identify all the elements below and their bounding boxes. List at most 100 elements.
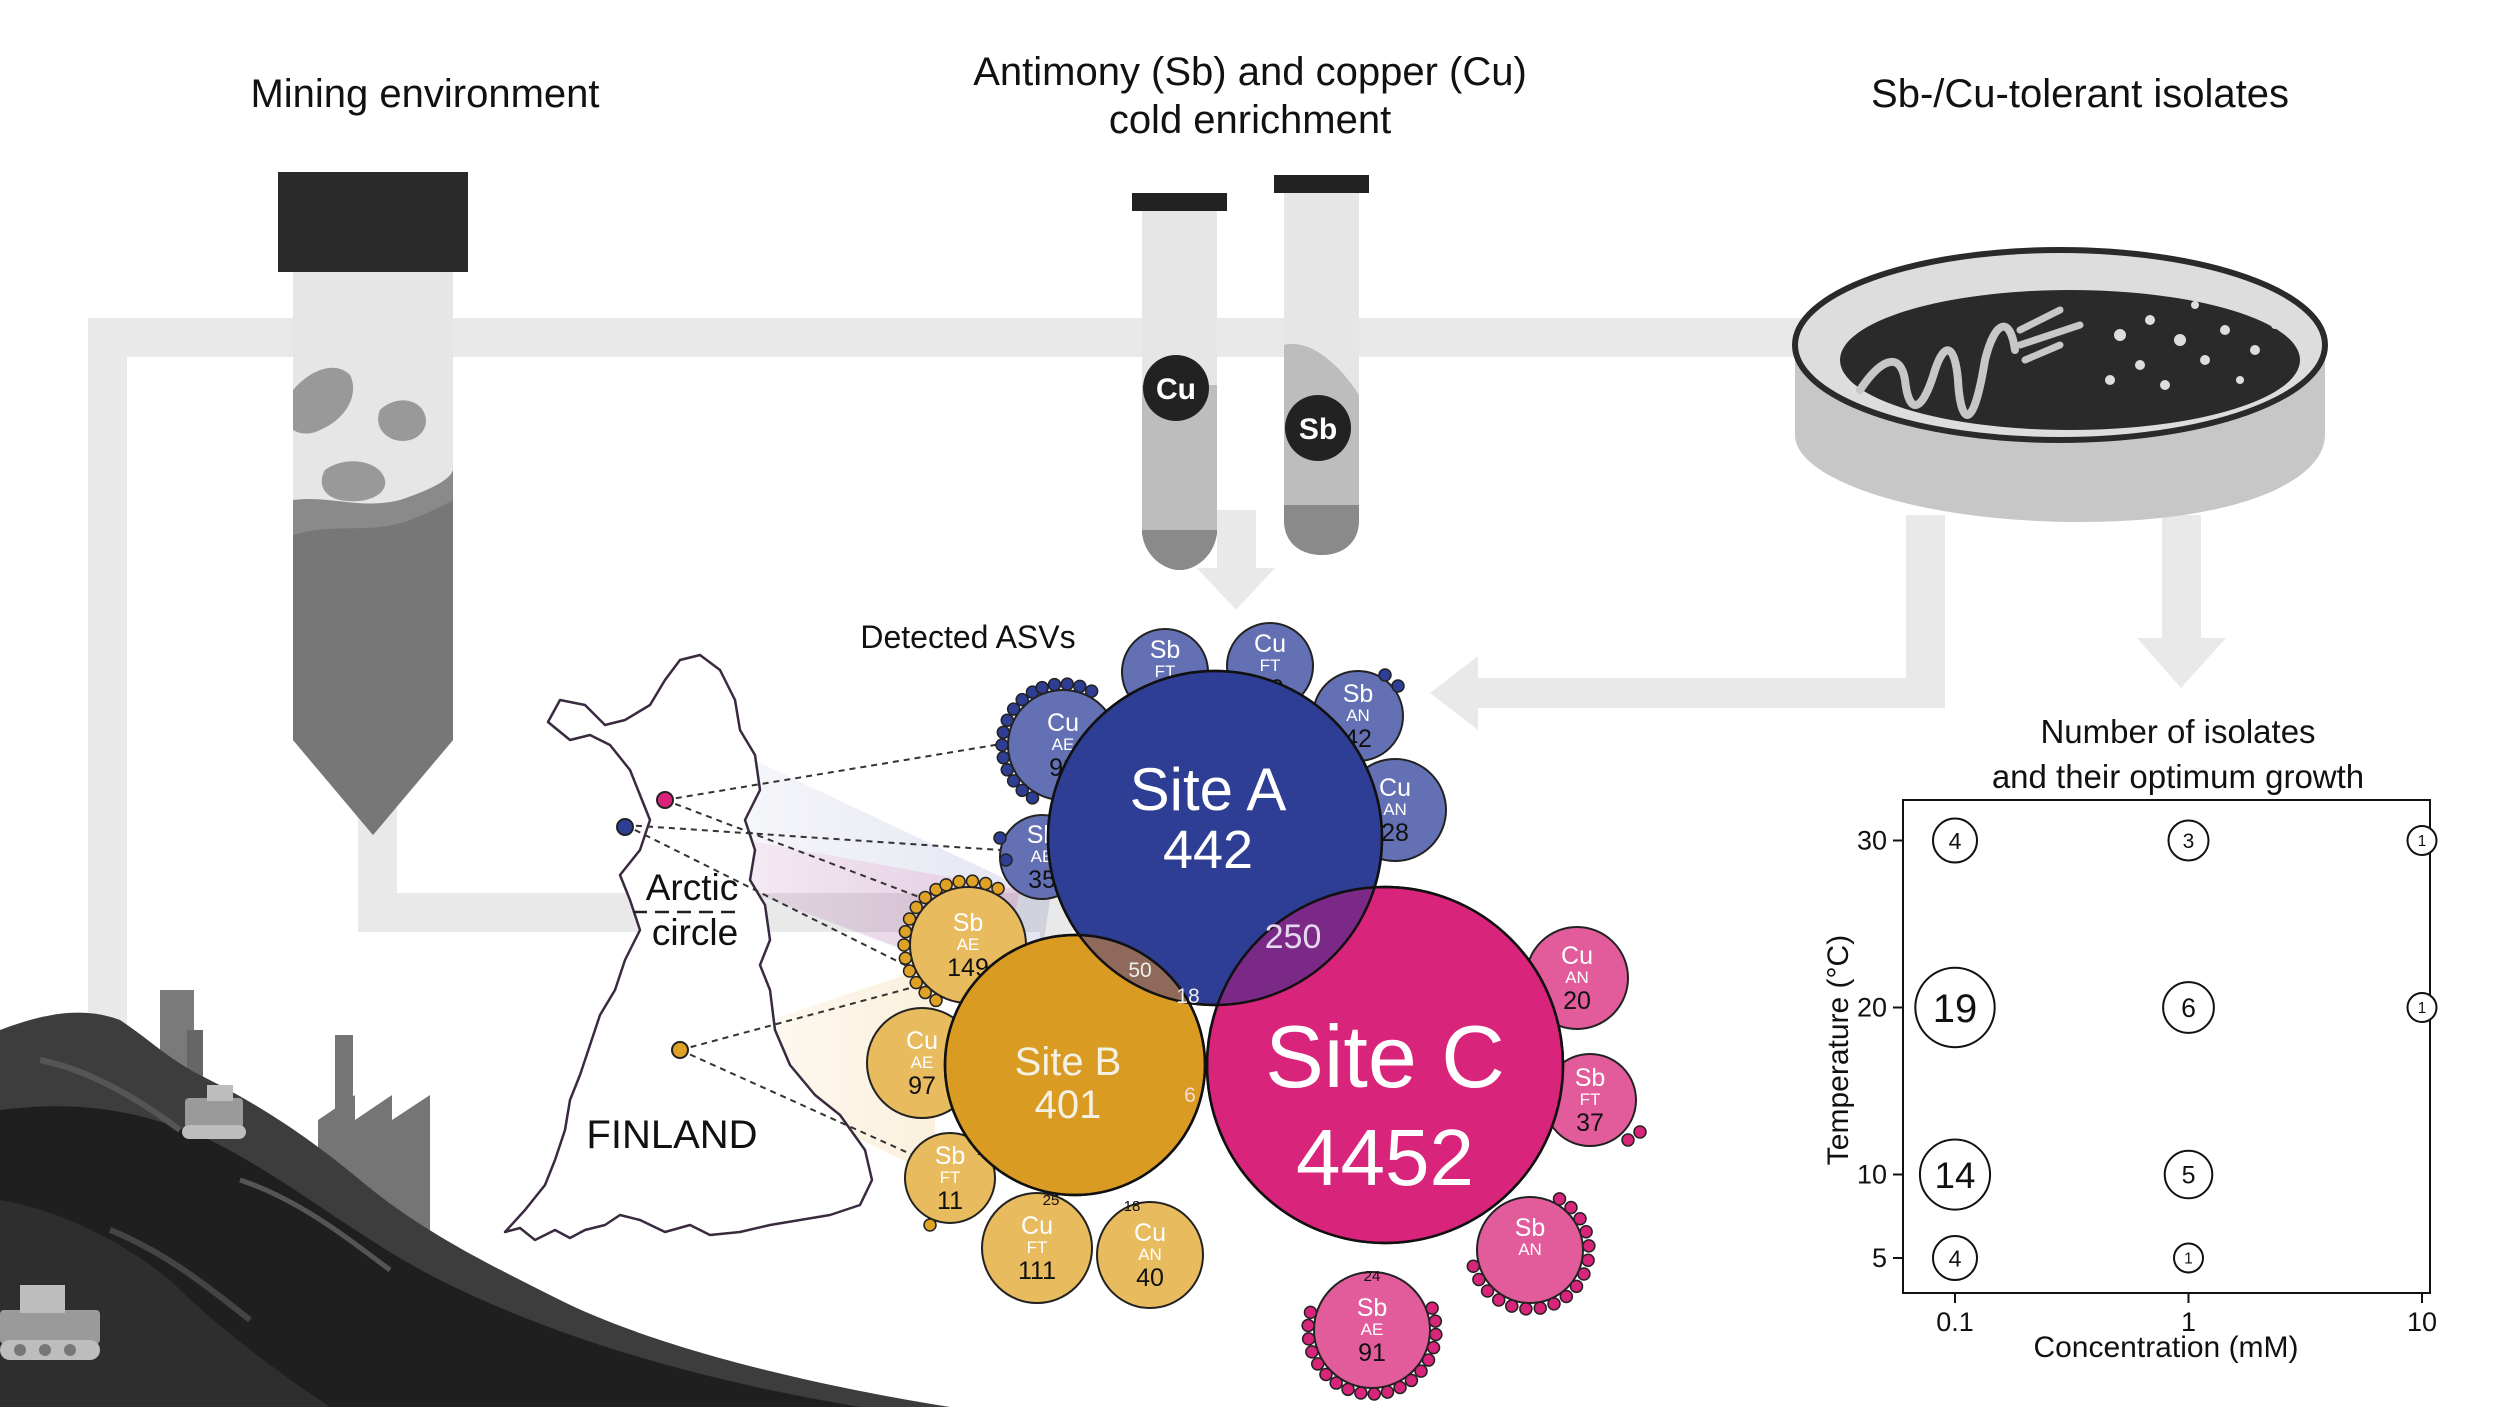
asv-dot	[1472, 1272, 1486, 1287]
header-enrichment-line1: Antimony (Sb) and copper (Cu)	[973, 50, 1527, 94]
dish-down-arrow	[2137, 515, 2226, 688]
asv-dot	[1025, 791, 1040, 805]
bubble-count: 1	[2418, 1000, 2426, 1017]
satellite-count: 111	[1018, 1257, 1056, 1285]
satellite-shared-count: 24	[1364, 1268, 1381, 1285]
asv-dot	[1000, 763, 1015, 777]
satellite-condition: AN	[1138, 1245, 1162, 1264]
asv-dot	[1581, 1253, 1595, 1267]
bubble	[1914, 966, 1996, 1049]
asv-dot	[1006, 702, 1021, 716]
satellite-condition: AN	[1383, 800, 1407, 819]
core-sampler-icon	[278, 172, 468, 835]
dump-truck-icon	[0, 1285, 100, 1360]
asv-dot	[1582, 1239, 1596, 1253]
bubble-point: 4	[1932, 1235, 1978, 1281]
site-name: Site A	[1130, 756, 1287, 823]
satellite-condition: FT	[1580, 1090, 1601, 1109]
satellite-count: 20	[1563, 987, 1591, 1015]
overlap-bc-count: 6	[1184, 1084, 1196, 1107]
asv-dot	[1569, 1279, 1584, 1294]
header-enrichment-line2: cold enrichment	[1109, 98, 1391, 142]
asv-dot	[898, 924, 913, 939]
satellite-condition: FT	[1027, 1238, 1048, 1257]
asv-dot	[978, 876, 993, 891]
site-b-projection	[680, 965, 935, 1175]
asv-dot	[1404, 1373, 1419, 1388]
satellite-condition: AE	[957, 935, 980, 954]
asv-dot	[1319, 1367, 1333, 1382]
satellite-metal: Cu	[1254, 630, 1286, 658]
excavator-icon	[182, 1085, 246, 1139]
asv-dot	[1000, 713, 1015, 727]
overlap-a-c	[1207, 887, 1382, 1005]
asv-dot	[1633, 1125, 1647, 1139]
header-mining: Mining environment	[250, 72, 599, 116]
bubble-count: 14	[1935, 1155, 1976, 1196]
asv-dot	[993, 831, 1007, 845]
bubble-count: 19	[1933, 987, 1978, 1031]
satellite-count: 91	[1358, 1339, 1386, 1367]
asv-dot	[918, 985, 932, 1000]
satellite-shared-count: 18	[1124, 1198, 1141, 1215]
arctic-label-line2: circle	[652, 912, 738, 953]
asv-dot	[902, 912, 917, 926]
cu-enrichment-tube-icon: Cu	[1132, 193, 1227, 570]
asv-dot	[1035, 680, 1049, 695]
x-tick-label: 0.1	[1936, 1307, 1974, 1337]
asv-dot	[898, 951, 913, 966]
bubble-point: 6	[2162, 981, 2215, 1034]
finland-map: Arctic circle FINLAND	[503, 653, 1056, 1242]
satellite-sb-ae-site-b: SbAE14918	[897, 874, 1027, 1008]
asv-dot	[1378, 668, 1392, 682]
asv-dot	[996, 750, 1011, 765]
asv-dot	[1310, 1357, 1325, 1371]
satellite-metal: Sb	[1357, 1294, 1388, 1322]
asv-dot	[1367, 1387, 1381, 1401]
asv-dot	[1573, 1211, 1587, 1226]
bubble	[1932, 817, 1978, 864]
asv-dot	[1305, 1345, 1319, 1359]
satellite-condition: FT	[940, 1168, 961, 1187]
satellite-metal: Sb	[1150, 636, 1181, 664]
asv-dot	[1393, 1380, 1407, 1395]
asv-dot	[1480, 1284, 1495, 1298]
satellite-count: 97	[908, 1072, 936, 1100]
satellite-metal: Sb	[1575, 1064, 1606, 1092]
satellite-condition: AE	[1052, 735, 1075, 754]
bubble-count: 5	[2182, 1161, 2196, 1189]
asv-dot	[1505, 1299, 1519, 1313]
site-b-marker	[671, 1041, 689, 1059]
bubble-count: 4	[1949, 828, 1962, 854]
satellite-metal: Cu	[1047, 709, 1079, 737]
cu-tube-label: Cu	[1156, 373, 1196, 406]
satellite-count: 11	[937, 1187, 963, 1215]
asv-dot	[1428, 1314, 1443, 1328]
asv-title: Detected ASVs	[860, 619, 1075, 655]
asv-dot	[1564, 1200, 1578, 1215]
satellite-condition: AE	[1361, 1320, 1384, 1339]
bubble-point: 1	[2406, 992, 2438, 1023]
bubble	[2162, 981, 2215, 1034]
asv-dot	[939, 878, 953, 892]
asv-dot	[1073, 679, 1087, 694]
tube-down-arrow	[1197, 510, 1275, 610]
satellite-condition: AN	[1346, 706, 1370, 725]
asv-dot	[1015, 692, 1029, 707]
header-isolates: Sb-/Cu-tolerant isolates	[1871, 72, 2289, 116]
asv-dot	[909, 900, 923, 915]
satellite-count: 37	[1576, 1109, 1604, 1137]
satellite-circle	[981, 1192, 1093, 1304]
dish-to-venn-arrow	[1430, 515, 1945, 730]
bubble-point: 1	[2406, 825, 2438, 856]
asv-dot	[1577, 1267, 1591, 1281]
asv-dot	[1354, 1386, 1368, 1400]
satellite-circle	[1476, 1196, 1584, 1304]
asv-venn-diagram: SbFT917CuFT1018SbAN4226CuAE9827CuAN2819S…	[866, 622, 1647, 1401]
asv-dot	[1533, 1301, 1547, 1315]
